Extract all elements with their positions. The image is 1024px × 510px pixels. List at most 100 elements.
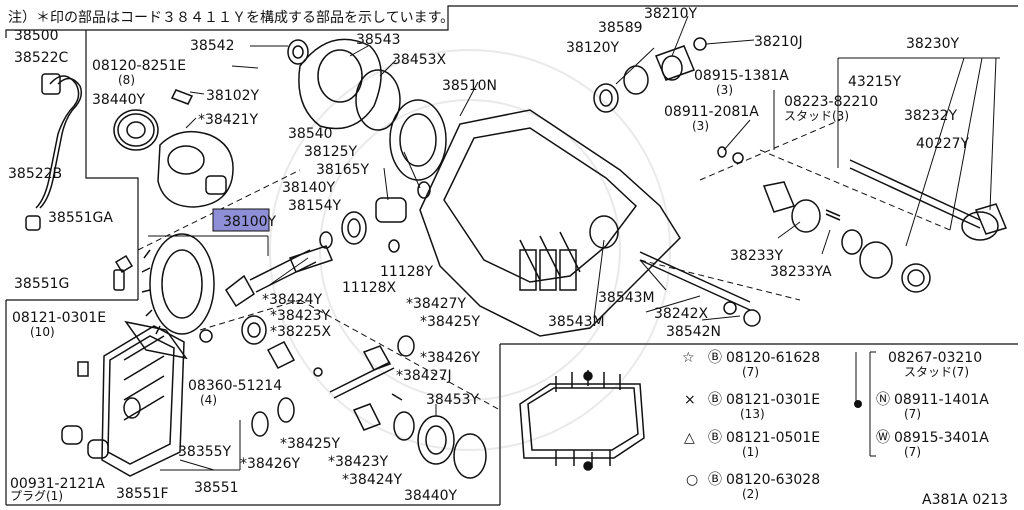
axle-shaft-drawing [639, 159, 1008, 327]
part-labels: 38500 38522C 38522B 38551GA 38551G 38542 38543… [8, 6, 970, 504]
watermark-emblem [269, 49, 671, 451]
seals-and-covers-drawing [113, 38, 447, 181]
legend-b-icon: Ⓑ [708, 472, 722, 488]
part-label: 38440Y [404, 488, 458, 504]
part-label: 38551G [14, 276, 69, 292]
part-label: *38425Y [420, 314, 481, 330]
differential-housing-drawing [419, 109, 681, 337]
legend-right-part: 08915-3401A [894, 430, 989, 446]
part-label: 11128Y [380, 264, 434, 280]
part-label: 38232Y [904, 108, 958, 124]
part-label: 38510N [442, 78, 497, 94]
part-label: *38425Y [280, 436, 341, 452]
legend-dot-icon [854, 400, 862, 408]
differential-gears-drawing [241, 315, 487, 479]
legend-part: 08121-0501E [726, 430, 820, 446]
part-label: (3) [716, 83, 733, 97]
legend-symbol: ☆ [682, 350, 695, 366]
legend-part: 08120-63028 [726, 472, 820, 488]
part-label: 38355Y [178, 444, 232, 460]
part-label: 38551GA [48, 210, 113, 226]
differential-case-drawing [117, 89, 234, 208]
part-label: 38543M [598, 290, 655, 306]
part-label: 38102Y [206, 88, 260, 104]
part-label: 00931-2121A [10, 476, 105, 492]
part-label: *38427J [396, 368, 452, 384]
part-label: 38522C [14, 50, 69, 66]
part-label: 40227Y [916, 136, 970, 152]
legend-right-part: 08911-1401A [894, 392, 989, 408]
legend-part: 08121-0301E [726, 392, 820, 408]
part-label: *38225X [270, 324, 332, 340]
part-label: 38165Y [316, 162, 370, 178]
part-label: 38154Y [288, 198, 342, 214]
legend-symbol: × [684, 392, 696, 408]
part-label: 38453X [392, 52, 447, 68]
part-label: 38540 [288, 126, 333, 142]
legend-b-icon: Ⓑ [708, 430, 722, 446]
part-label: 38453Y [426, 392, 480, 408]
part-label: 38233YA [770, 264, 832, 280]
part-label: 38233Y [730, 248, 784, 264]
part-label: *38424Y [262, 292, 323, 308]
part-label: 38542N [666, 324, 721, 340]
part-label: 38551 [194, 480, 239, 496]
part-label: プラグ(1) [10, 489, 63, 503]
part-label: 38210J [754, 34, 803, 50]
part-label: 08120-8251E [92, 58, 186, 74]
highlight-38100Y[interactable] [213, 209, 269, 231]
ring-gear-drawing [141, 233, 334, 335]
part-label: 08121-0301E [12, 310, 106, 326]
part-label: 38500 [14, 28, 59, 44]
part-label: 38140Y [282, 180, 336, 196]
frame-lines [5, 5, 1018, 506]
breather-hose-drawing [25, 73, 134, 291]
part-label: *38424Y [342, 472, 403, 488]
part-label: 38542 [190, 38, 235, 54]
highlight-38100Y-border [212, 208, 270, 232]
legend-n-icon: Ⓝ [876, 392, 890, 408]
legend-right-qty: (7) [904, 445, 921, 459]
part-label: *38427Y [406, 296, 467, 312]
legend-part: 08120-61628 [726, 350, 820, 366]
part-label: 08360-51214 [188, 378, 282, 394]
part-label: 08915-1381A [694, 68, 789, 84]
part-label: *38423Y [270, 308, 331, 324]
part-label: スタッド(3) [784, 109, 849, 123]
bearings-drawing [319, 181, 431, 253]
part-label: 38522B [8, 166, 62, 182]
legend-b-icon: Ⓑ [708, 350, 722, 366]
legend: ☆ Ⓑ 08120-61628 (7) × Ⓑ 08121-0301E (13)… [682, 350, 989, 501]
part-label: 38551F [116, 486, 169, 502]
bolt-pattern-drawing [519, 370, 645, 471]
legend-symbol: ○ [686, 472, 698, 488]
legend-right-qty: (7) [904, 407, 921, 421]
note-text: 注）＊印の部品はコード３８４１１Ｙを構成する部品を示しています。 [8, 10, 454, 26]
legend-symbol: △ [684, 430, 695, 446]
part-label: 38440Y [92, 92, 146, 108]
part-label: 38543 [356, 32, 401, 48]
part-label: *38423Y [328, 454, 389, 470]
part-label: 38120Y [566, 40, 620, 56]
part-label: 08911-2081A [664, 104, 759, 120]
part-label: 38242X [654, 306, 709, 322]
part-label: *38426Y [420, 350, 481, 366]
part-label: 38589 [598, 20, 643, 36]
legend-qty: (2) [742, 487, 759, 501]
part-label: *38421Y [198, 112, 259, 128]
legend-b-icon: Ⓑ [708, 392, 722, 408]
part-label: 38125Y [304, 144, 358, 160]
highlighted-part-label: 38100Y [223, 214, 277, 230]
part-label: 38543M [548, 314, 605, 330]
part-label: 38230Y [906, 36, 960, 52]
part-label: 43215Y [848, 74, 902, 90]
legend-qty: (1) [742, 445, 759, 459]
legend-w-icon: Ⓦ [876, 430, 890, 446]
diagram-code: A381A 0213 [922, 492, 1008, 508]
part-label: (10) [30, 325, 55, 339]
legend-qty: (7) [742, 365, 759, 379]
legend-right-sub: スタッド(7) [904, 365, 969, 379]
part-label: 38210Y [644, 6, 698, 22]
part-label: (4) [200, 393, 217, 407]
